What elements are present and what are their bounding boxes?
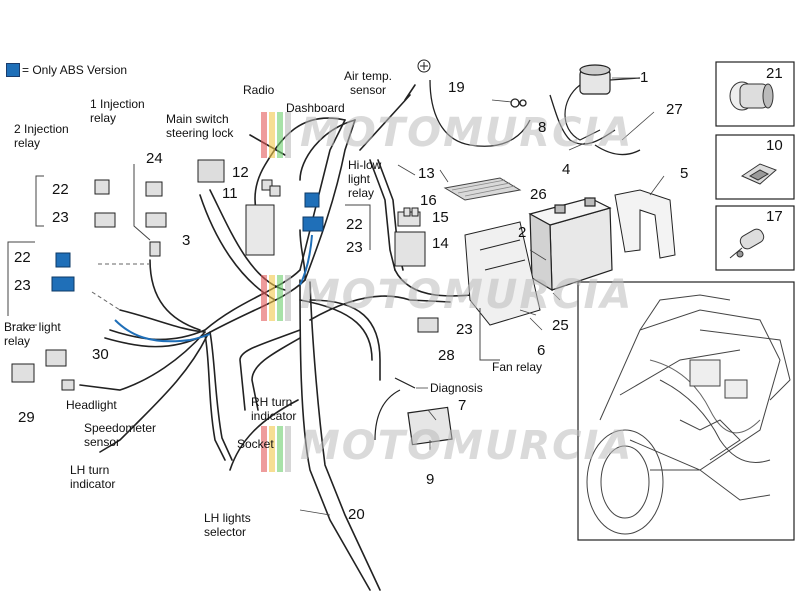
part-number-27: 27	[666, 101, 683, 118]
part-number-23-a: 23	[52, 209, 69, 226]
part-number-6: 6	[537, 342, 546, 359]
main-harness	[79, 84, 511, 591]
part-number-19: 19	[448, 79, 465, 96]
plus-symbol	[417, 59, 431, 73]
part-number-5: 5	[680, 165, 689, 182]
part-number-7: 7	[458, 397, 467, 414]
holder-17-drawing	[729, 228, 765, 259]
starter-relay-1	[564, 64, 641, 141]
ecu-area	[374, 377, 453, 446]
motorcycle-inset-box	[577, 281, 795, 541]
label-rh-turn-indicator: RH turn indicator	[251, 395, 297, 423]
label-air-temp: Air temp. sensor	[344, 69, 393, 97]
label-socket: Socket	[237, 437, 274, 451]
label-headlight: Headlight	[66, 398, 117, 412]
fuse-box	[394, 207, 426, 267]
part-number-11: 11	[222, 185, 238, 202]
clip-10-drawing	[740, 163, 777, 185]
part-number-1: 1	[640, 69, 649, 86]
part-number-15: 15	[432, 209, 449, 226]
part-number-23-b: 23	[14, 277, 31, 294]
inset-box-10	[715, 134, 795, 200]
part-number-9: 9	[426, 471, 435, 488]
part-number-24: 24	[146, 150, 163, 167]
part-number-10: 10	[766, 137, 783, 154]
part-number-25: 25	[552, 317, 569, 334]
battery-drawing	[528, 197, 613, 292]
leads-4-27	[549, 94, 641, 156]
bracket-5	[614, 189, 676, 259]
battery-tray	[464, 221, 541, 326]
legend-swatch	[6, 63, 20, 77]
watermark-logo-bars-1	[261, 112, 297, 158]
socket-21-drawing	[729, 81, 774, 111]
watermark-logo-bars-3	[261, 426, 297, 472]
part-number-28: 28	[438, 347, 455, 364]
part-number-22-b: 22	[14, 249, 31, 266]
part-number-30: 30	[92, 346, 109, 363]
pad-26	[443, 177, 522, 201]
relays-grey	[11, 179, 439, 391]
part-number-13: 13	[418, 165, 435, 182]
label-diagnosis: Diagnosis	[430, 381, 483, 395]
label-radio: Radio	[243, 83, 275, 97]
part-number-17: 17	[766, 208, 783, 225]
part-number-23-d: 23	[456, 321, 473, 338]
label-dashboard: Dashboard	[286, 101, 345, 115]
part-number-26: 26	[530, 186, 547, 203]
abs-wires	[114, 234, 313, 343]
part-number-2: 2	[518, 224, 527, 241]
label-hi-low-relay: Hi-low light relay	[348, 158, 382, 200]
legend-text: = Only ABS Version	[22, 63, 128, 77]
part-number-4: 4	[562, 161, 571, 178]
part-number-22-a: 22	[52, 181, 69, 198]
motorcycle-drawing	[586, 294, 791, 535]
leader-lines	[299, 77, 665, 516]
part-number-3: 3	[182, 232, 191, 249]
watermark-2: MOTOMURCIA	[300, 272, 634, 318]
part-number-14: 14	[432, 235, 449, 252]
watermark-3: MOTOMURCIA	[300, 423, 634, 469]
main-switch	[197, 159, 275, 256]
label-main-switch: Main switch steering lock	[166, 112, 234, 140]
lead-19	[429, 79, 531, 147]
label-lh-lights-selector: LH lights selector	[204, 511, 251, 539]
part-number-23-c: 23	[346, 239, 363, 256]
label-lh-turn-indicator: LH turn indicator	[70, 463, 116, 491]
part-number-16: 16	[420, 192, 437, 209]
label-fan-relay: Fan relay	[492, 360, 543, 374]
bracket-lines	[7, 164, 500, 361]
watermark-logo-bars-2	[261, 275, 297, 321]
watermark-1: MOTOMURCIA	[300, 110, 634, 156]
part-number-21: 21	[766, 65, 783, 82]
part-number-22-c: 22	[346, 216, 363, 233]
inset-box-17	[715, 205, 795, 271]
part-number-8: 8	[538, 119, 547, 136]
part-number-20: 20	[348, 506, 365, 523]
dash-lines	[12, 263, 150, 326]
inset-box-21	[715, 61, 795, 127]
label-brake-light-relay: Brake light relay	[4, 320, 61, 348]
relays-abs	[51, 192, 324, 292]
part-number-12: 12	[232, 164, 249, 181]
label-speedometer-sensor: Speedometer sensor	[84, 421, 157, 449]
label-injection-relay-2: 2 Injection relay	[14, 122, 69, 150]
label-injection-relay-1: 1 Injection relay	[90, 97, 145, 125]
part-number-29: 29	[18, 409, 35, 426]
